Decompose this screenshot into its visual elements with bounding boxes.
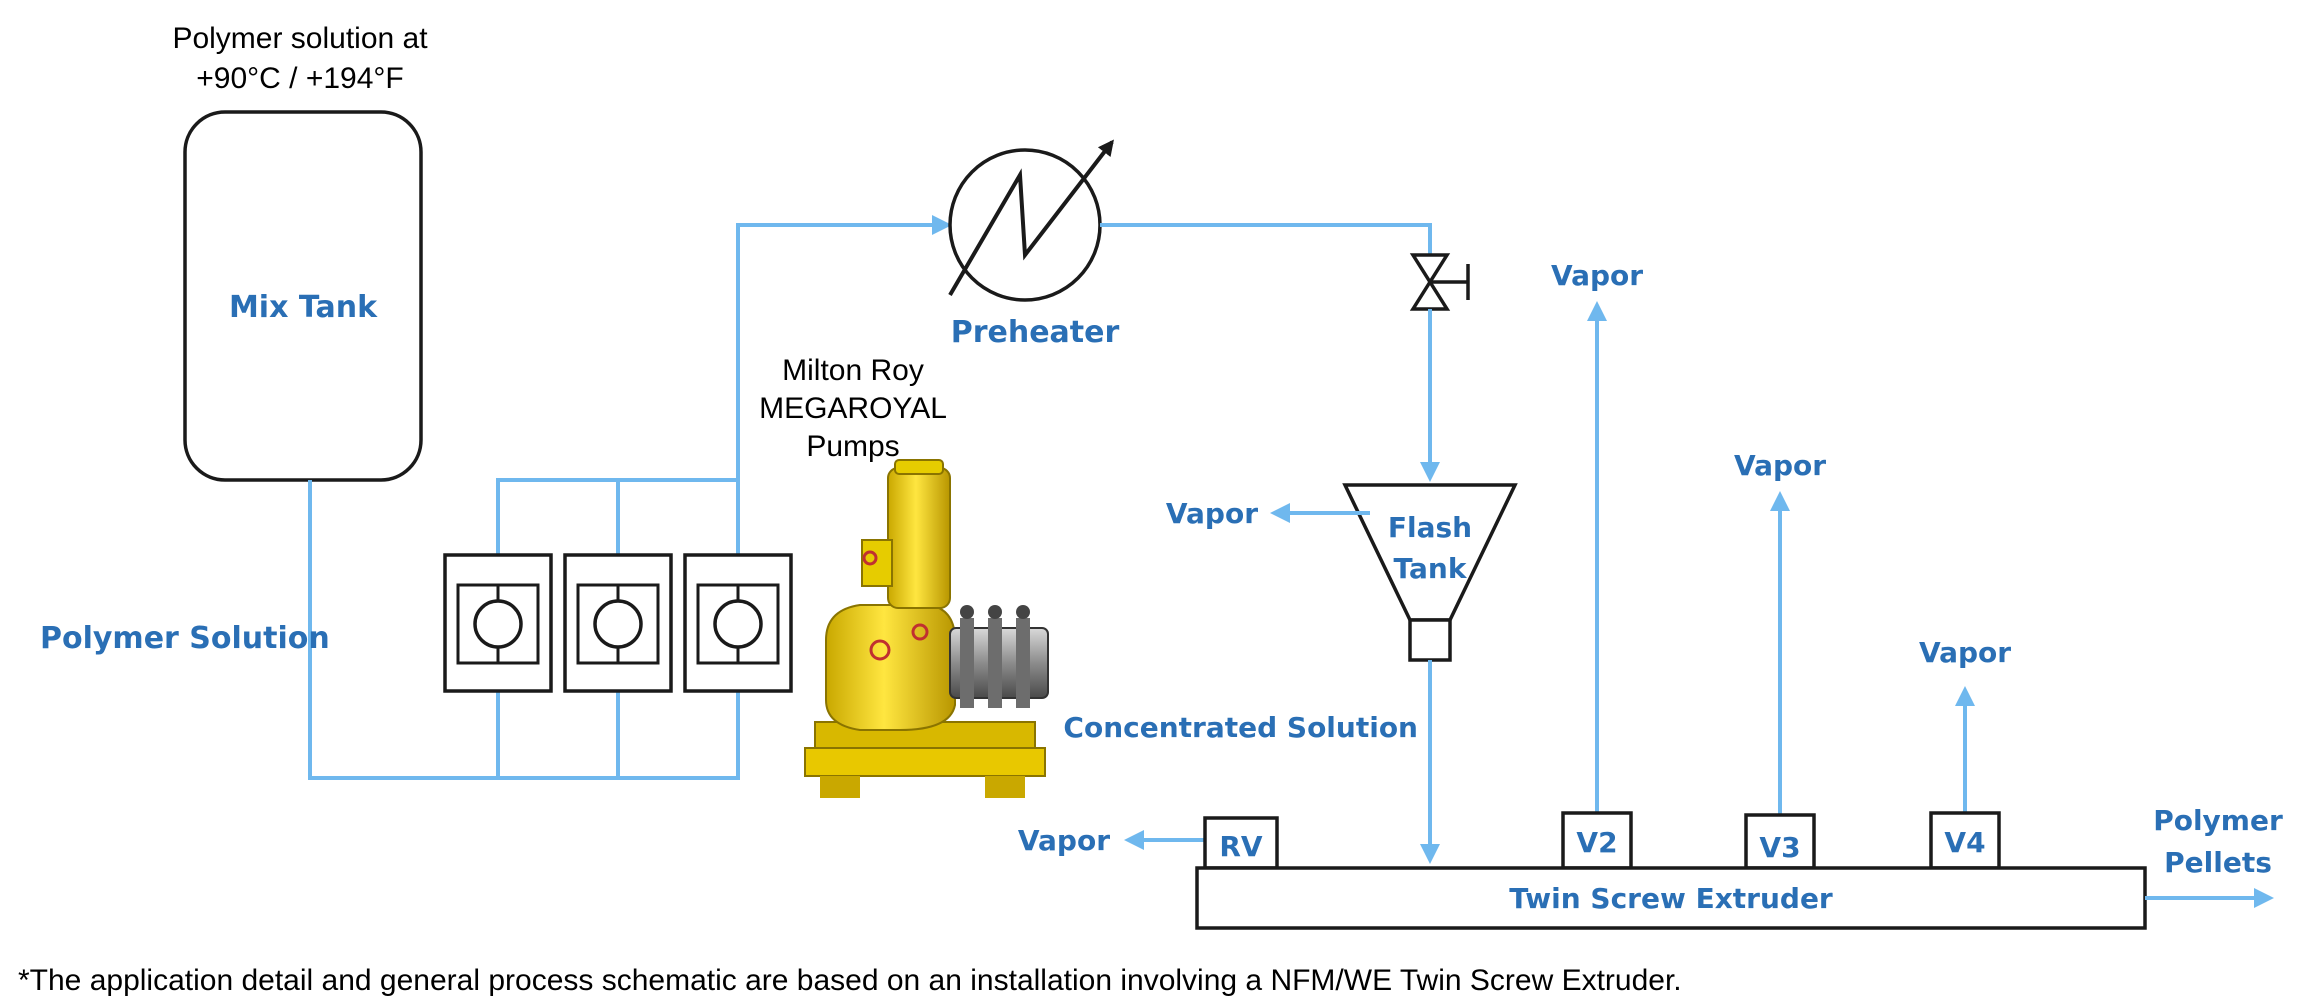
pump-1 xyxy=(443,553,553,693)
flash-vapor-label: Vapor xyxy=(1166,497,1258,530)
output-label-line2: Pellets xyxy=(2164,846,2272,879)
preheater-outlet-line xyxy=(1100,223,1432,255)
mix-tank-title-line2: +90°C / +194°F xyxy=(196,62,403,95)
v3-vapor-label: Vapor xyxy=(1734,449,1826,482)
pump-icon xyxy=(593,599,643,649)
polymer-solution-label: Polymer Solution xyxy=(40,621,330,656)
flash-tank-label-line2: Tank xyxy=(1394,552,1468,585)
mix-tank xyxy=(183,110,423,482)
flash-tank-outlet xyxy=(1408,618,1452,662)
vent-v2-label: V2 xyxy=(1576,826,1617,859)
rv-vapor-label: Vapor xyxy=(1018,824,1110,857)
preheater-label: Preheater xyxy=(951,315,1120,350)
mix-tank-label: Mix Tank xyxy=(229,290,378,325)
vent-v2 xyxy=(1561,811,1633,870)
vent-rv-label: RV xyxy=(1219,830,1263,863)
concentrated-solution-label: Concentrated Solution xyxy=(1063,711,1418,744)
twin-screw-extruder xyxy=(1195,866,2147,930)
preheater-feed-line xyxy=(736,215,952,555)
pump-icon xyxy=(713,599,763,649)
pump-3 xyxy=(683,553,793,693)
preheater-heating-arrow xyxy=(948,139,1114,297)
valve-icon xyxy=(1409,253,1470,311)
vent-v3 xyxy=(1744,813,1816,870)
feed-line xyxy=(308,480,740,780)
vent-v3-label: V3 xyxy=(1759,831,1800,864)
v4-vapor-label: Vapor xyxy=(1919,636,2011,669)
v2-vapor-label: Vapor xyxy=(1551,259,1643,292)
output-label-line1: Polymer xyxy=(2153,804,2283,837)
mix-tank-title-line1: Polymer solution at xyxy=(172,22,428,55)
flash-tank-label-line1: Flash xyxy=(1388,511,1472,544)
vent-v4-label: V4 xyxy=(1944,826,1985,859)
pumps-label-line1: Milton Roy xyxy=(782,354,924,387)
pumps-label-line2: MEGAROYAL xyxy=(759,392,947,425)
pumps-label-line3: Pumps xyxy=(806,430,899,463)
footnote: *The application detail and general proc… xyxy=(18,964,1682,997)
extruder-label: Twin Screw Extruder xyxy=(1509,882,1833,915)
pump-2 xyxy=(563,553,673,693)
discharge-header xyxy=(496,478,738,555)
megaroyal-pump-illustration xyxy=(804,459,1049,798)
pump-icon xyxy=(473,599,523,649)
